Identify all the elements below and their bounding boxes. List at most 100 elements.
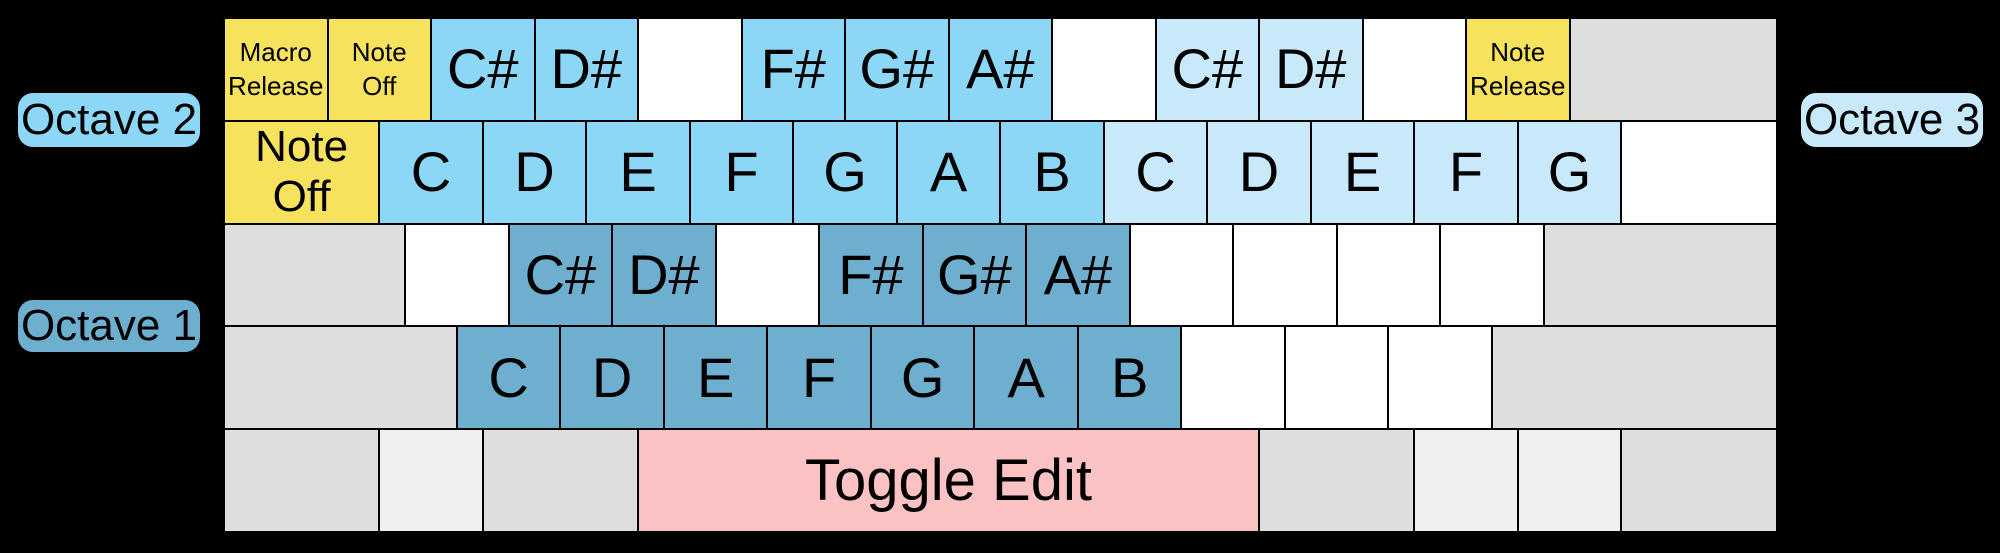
- key-note-g-oct1: G: [870, 326, 975, 430]
- key-blank-white: [638, 18, 742, 121]
- key-label: A#: [1043, 242, 1113, 306]
- key-label: D#: [550, 37, 623, 101]
- key-label: D: [1238, 140, 1280, 204]
- key-label: G#: [937, 242, 1012, 306]
- key-note-d-sharp-oct1: D#: [612, 223, 716, 327]
- key-note-g-oct3: G: [1517, 120, 1622, 224]
- key-toggle-edit: Toggle Edit: [638, 429, 1259, 532]
- key-blank-light-gray: [1517, 429, 1622, 532]
- key-note-g-sharp-oct2: G#: [845, 18, 949, 121]
- key-note-f-oct2: F: [689, 120, 794, 224]
- key-label: G#: [859, 37, 935, 101]
- key-label: Toggle Edit: [805, 447, 1092, 513]
- key-blank-white: [1284, 326, 1389, 430]
- key-blank-white: [1621, 120, 1777, 224]
- key-label: Note: [1490, 37, 1546, 68]
- key-note-d-oct1: D: [560, 326, 664, 430]
- key-blank-white: [1336, 223, 1441, 327]
- key-label: Off: [362, 71, 397, 102]
- key-note-f-sharp-oct2: F#: [741, 18, 845, 121]
- key-note-a-oct2: A: [896, 120, 1001, 224]
- key-blank-gray: [224, 326, 457, 430]
- key-blank-white: [1181, 326, 1285, 430]
- key-blank-gray: [1569, 18, 1777, 121]
- key-note-c-oct3: C: [1103, 120, 1208, 224]
- key-note-c-sharp-oct1: C#: [508, 223, 613, 327]
- key-blank-gray: [224, 223, 406, 327]
- key-label: C#: [524, 242, 597, 306]
- key-label: C: [488, 345, 529, 409]
- key-label: C: [1135, 140, 1176, 204]
- key-blank-white: [1362, 18, 1466, 121]
- key-blank-white: [405, 223, 509, 327]
- key-label: F#: [838, 242, 904, 306]
- key-blank-white: [1052, 18, 1156, 121]
- key-note-a-sharp-oct2: A#: [948, 18, 1052, 121]
- key-label: G: [1547, 140, 1592, 204]
- key-blank-gray: [1621, 429, 1777, 532]
- key-blank-light-gray: [379, 429, 483, 532]
- key-label: D: [591, 345, 633, 409]
- octave-2-label: Octave 2: [18, 93, 200, 147]
- key-label: A#: [966, 37, 1035, 101]
- octave-1-label: Octave 1: [18, 300, 200, 352]
- key-note-b-oct1: B: [1077, 326, 1182, 430]
- key-note-a-oct1: A: [974, 326, 1078, 430]
- key-label: D: [514, 140, 555, 204]
- key-note-f-sharp-oct1: F#: [819, 223, 923, 327]
- key-blank-gray: [1543, 223, 1777, 327]
- key-note-c-sharp-oct3: C#: [1155, 18, 1259, 121]
- key-label: D#: [628, 242, 700, 306]
- key-label: C#: [1171, 37, 1244, 101]
- key-label: F#: [760, 37, 826, 101]
- key-note-f-oct1: F: [767, 326, 871, 430]
- key-note-d-oct2: D: [482, 120, 587, 224]
- key-label: Release: [228, 71, 324, 102]
- key-note-c-oct2: C: [379, 120, 483, 224]
- key-note-a-sharp-oct1: A#: [1026, 223, 1130, 327]
- key-note-g-sharp-oct1: G#: [922, 223, 1027, 327]
- key-note-d-sharp-oct3: D#: [1259, 18, 1363, 121]
- key-blank-white: [715, 223, 820, 327]
- key-label: B: [1033, 140, 1071, 204]
- key-note-d-sharp-oct2: D#: [534, 18, 638, 121]
- key-blank-gray: [1259, 429, 1415, 532]
- key-blank-white: [1233, 223, 1337, 327]
- key-blank-light-gray: [1414, 429, 1518, 532]
- key-label: D#: [1274, 37, 1347, 101]
- key-label: B: [1110, 345, 1149, 409]
- key-blank-white: [1388, 326, 1492, 430]
- key-label: Off: [272, 172, 331, 222]
- key-label: F: [1448, 140, 1484, 204]
- key-note-c-oct1: C: [456, 326, 561, 430]
- key-note-f-oct3: F: [1414, 120, 1518, 224]
- key-label: Release: [1470, 71, 1566, 102]
- key-note-e-oct2: E: [586, 120, 690, 224]
- key-label: F: [802, 345, 837, 409]
- key-note-e-oct3: E: [1310, 120, 1415, 224]
- key-label: Macro: [239, 37, 312, 68]
- key-label: Note: [351, 37, 407, 68]
- key-note-c-sharp-oct2: C#: [431, 18, 535, 121]
- key-label: A: [1007, 345, 1045, 409]
- key-note-e-oct1: E: [663, 326, 768, 430]
- key-blank-white: [1440, 223, 1544, 327]
- key-label: E: [696, 345, 735, 409]
- key-note-d-oct3: D: [1207, 120, 1311, 224]
- key-label: C#: [446, 37, 519, 101]
- key-blank-gray: [224, 429, 380, 532]
- key-label: G: [823, 140, 867, 204]
- key-label: G: [900, 345, 945, 409]
- key-label: E: [1343, 140, 1382, 204]
- key-label: F: [724, 140, 759, 204]
- octave-3-label: Octave 3: [1801, 93, 1983, 147]
- key-label: C: [410, 140, 452, 204]
- key-blank-white: [1129, 223, 1234, 327]
- key-label: A: [929, 140, 968, 204]
- key-blank-gray: [1491, 326, 1777, 430]
